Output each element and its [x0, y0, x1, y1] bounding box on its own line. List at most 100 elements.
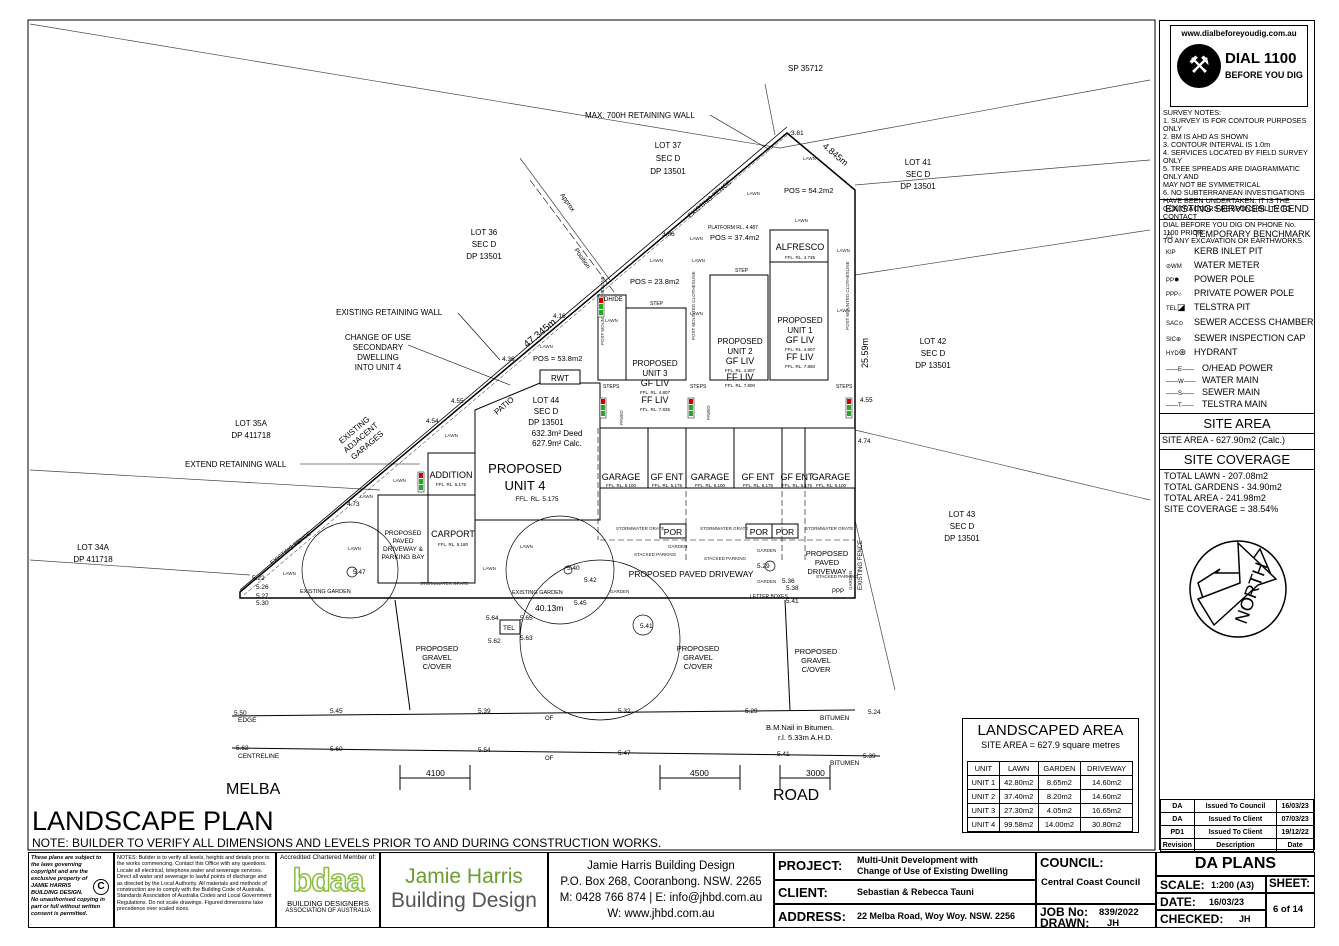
legend-label-3: POWER POLE — [1194, 274, 1255, 284]
project-label: PROJECT: — [778, 858, 843, 873]
rev-0-desc: Issued To Council — [1193, 799, 1278, 813]
lot35a-line2: DP 411718 — [231, 431, 271, 440]
unit2-gf-ffl: FFL. RL. 4.807 — [725, 368, 756, 373]
rl-29: 5.32 — [618, 708, 631, 715]
la-3-3: 30.80m2 — [1080, 817, 1133, 832]
power-line-icon: ——E—— — [1166, 367, 1195, 373]
dim-3000: 3000 — [806, 768, 825, 778]
lot42-line1: LOT 42 — [920, 337, 947, 346]
survey-note-9: CONTRACTORS RESPONSIBILITY TO CONTACT — [1163, 204, 1292, 221]
stormwater-3: STORMWATER GRATE — [805, 526, 853, 531]
lot37-line2: SEC D — [656, 154, 681, 163]
rl-10: 5.30 — [256, 600, 269, 607]
client-label: CLIENT: — [778, 885, 828, 900]
rev-1-desc: Issued To Client — [1193, 812, 1278, 826]
copyright-icon: C — [93, 879, 109, 895]
legend-label-5: TELSTRA PIT — [1194, 302, 1251, 312]
unit1-line1: PROPOSED — [777, 316, 823, 325]
rl-35: 5.47 — [618, 750, 631, 757]
hydrant-icon: HYD⊛ — [1166, 347, 1194, 358]
la-h-unit: UNIT — [967, 761, 1000, 776]
unit2-ff-ffl: FFL. RL. 7.800 — [725, 383, 756, 388]
paved-1: PAVED — [619, 410, 624, 425]
rl-1: 3.86 — [662, 231, 675, 238]
label-centreline: CENTRELINE — [238, 753, 280, 760]
legend-label-1: KERB INLET PIT — [1194, 246, 1263, 256]
la-3-1: 99.58m2 — [998, 817, 1039, 832]
landscaped-title: LANDSCAPED AREA — [977, 722, 1124, 739]
label-alfresco: ALFRESCO — [776, 242, 825, 252]
survey-note-5: 5. TREE SPREADS ARE DIAGRAMMATIC ONLY AN… — [1163, 164, 1301, 181]
garage-1-ffl: FFL. RL. 5.100 — [816, 483, 847, 488]
la-0-0: UNIT 1 — [967, 775, 1000, 790]
la-1-0: UNIT 2 — [967, 789, 1000, 804]
drawn-value: JH — [1107, 918, 1120, 929]
unit4-line2: UNIT 4 — [505, 478, 546, 493]
garden-2: GARDEN — [757, 548, 776, 553]
legend-label-6: SEWER ACCESS CHAMBER — [1194, 317, 1314, 327]
coverage-lawn: TOTAL LAWN - 207.08m2 — [1164, 471, 1269, 481]
firm-name-1: Jamie Harris — [405, 865, 523, 888]
drawn-label: DRAWN: — [1040, 916, 1090, 930]
label-of-top: OF — [545, 716, 554, 722]
line-label-3: TELSTRA MAIN — [1202, 399, 1268, 409]
lawn-2: LAWN — [747, 191, 760, 196]
rl-19: 5.41 — [640, 623, 653, 630]
lot35a-line1: LOT 35A — [235, 419, 268, 428]
paved-right-2: PAVED — [815, 558, 840, 567]
dbyd-title: DIAL 1100 — [1225, 50, 1297, 67]
gravel-1a: PROPOSED — [416, 644, 459, 653]
landscaped-area-panel: LANDSCAPED AREA SITE AREA = 627.9 square… — [962, 718, 1139, 833]
paved-left-3: DRIVEWAY & — [383, 546, 424, 553]
unit3-line1: PROPOSED — [632, 359, 678, 368]
lot34a-line2: DP 411718 — [73, 555, 113, 564]
north-arrow-icon: NORTH — [1189, 540, 1287, 638]
label-addition-ffl: FFL. RL. 5.175 — [436, 482, 467, 487]
checked-label: CHECKED: — [1160, 912, 1224, 926]
callout-max-retaining: MAX. 700H RETAINING WALL — [585, 111, 695, 120]
lot44-line1: LOT 44 — [533, 396, 560, 405]
road-lines — [231, 597, 881, 790]
unit2-line2: UNIT 2 — [727, 347, 753, 356]
rl-12: 5.40 — [567, 565, 580, 572]
rl-16: 5.65 — [520, 615, 533, 622]
rl-23: 5.41 — [786, 598, 799, 605]
lot34a-line1: LOT 34A — [77, 543, 110, 552]
pos-labels: POS = 54.2m2 POS = 37.4m2 POS = 23.8m2 P… — [533, 186, 833, 363]
title-block: These plans are subject to the laws gove… — [28, 852, 1315, 930]
power-pole-sym: ● — [1174, 274, 1180, 284]
rl-32: 5.62 — [236, 745, 249, 752]
road-name-right: ROAD — [773, 787, 819, 804]
la-h-garden: GARDEN — [1037, 761, 1082, 776]
hydrant-abbr: HYD — [1166, 351, 1179, 357]
line-label-0: O/HEAD POWER — [1202, 363, 1274, 373]
checked-cell: CHECKED: JH — [1156, 910, 1266, 928]
survey-note-11: TO ANY EXCAVATION OR EARTHWORKS. — [1163, 236, 1304, 245]
telstra-line-code: T — [1178, 403, 1182, 409]
dim-4500: 4500 — [690, 768, 709, 778]
rl-2: 4.16 — [553, 313, 566, 320]
label-ppp: PPP — [832, 589, 844, 595]
sewer-cap-sym: ⊕ — [1176, 337, 1182, 343]
bdaa-line2: ASSOCIATION OF AUSTRALIA — [285, 908, 371, 914]
scale-cell: SCALE: 1:200 (A3) — [1156, 876, 1266, 893]
address-label: ADDRESS: — [778, 909, 846, 924]
sewer-cap-abbr: SIC — [1166, 337, 1177, 343]
pos-unit2: POS = 37.4m2 — [710, 233, 759, 242]
lot42-line2: SEC D — [921, 349, 946, 358]
coverage-total: TOTAL AREA - 241.98m2 — [1164, 493, 1266, 503]
unit4-ffl: FFL. RL. 5.175 — [515, 496, 559, 503]
label-alfresco-ffl: FFL. RL. 4.735 — [785, 255, 816, 260]
lawn-7: LAWN — [650, 258, 663, 263]
water-meter-icon: ⊘WM — [1166, 263, 1194, 270]
job-cell: JOB No: 839/2022 DRAWN: JH — [1036, 904, 1156, 930]
rl-34: 5.54 — [478, 747, 491, 754]
rl-25: 4.74 — [858, 438, 871, 445]
callout-bm-2: r.l. 5.33m A.H.D. — [778, 733, 833, 742]
gravel-3a: PROPOSED — [795, 647, 838, 656]
sewer-chamber-abbr: SAC — [1166, 321, 1179, 327]
unit4-line1: PROPOSED — [488, 461, 562, 476]
